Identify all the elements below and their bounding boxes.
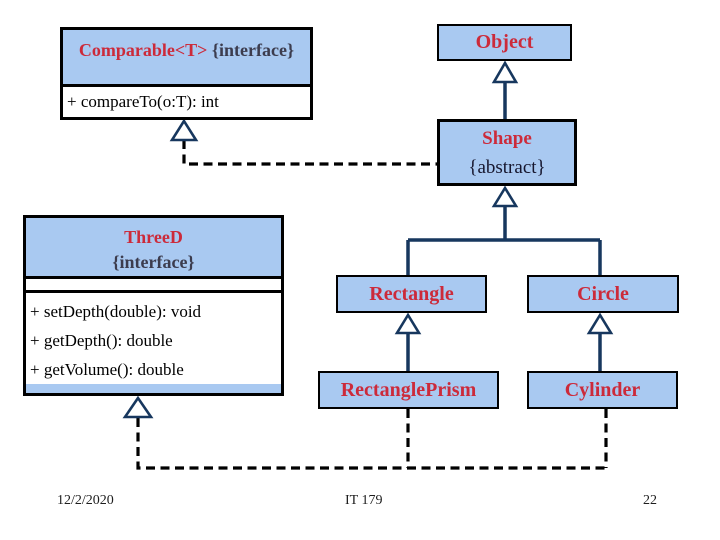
class-name: Rectangle	[369, 282, 454, 305]
method-item: + setDepth(double): void	[30, 302, 202, 321]
stereotype-label: {abstract}	[468, 156, 546, 178]
class-box-comparable: Comparable<T> {interface} + compareTo(o:…	[60, 27, 313, 120]
class-box-rectangleprism: RectanglePrism	[318, 371, 499, 409]
methods-compartment: + compareTo(o:T): int	[63, 84, 310, 117]
edge-shape-to-rectangle-circle	[406, 185, 602, 275]
class-name: Cylinder	[564, 378, 641, 401]
class-name: Circle	[577, 282, 629, 305]
class-name: Object	[475, 31, 534, 53]
edge-shape-to-comparable	[169, 118, 437, 166]
hollow-triangle-icon	[491, 60, 519, 84]
class-box-shape: Shape {abstract}	[437, 119, 577, 186]
class-title: ThreeD {interface}	[26, 218, 281, 276]
hollow-triangle-icon	[169, 118, 199, 142]
hollow-triangle-icon	[122, 395, 154, 419]
hollow-triangle-icon	[394, 312, 422, 335]
footer-course-label: IT 179	[345, 493, 383, 508]
edge-rectangleprism-to-rectangle	[394, 312, 422, 371]
hollow-triangle-icon	[586, 312, 614, 335]
edge-prism-cylinder-to-threed	[122, 395, 608, 470]
footer-date: 12/2/2020	[57, 493, 114, 508]
class-box-rectangle: Rectangle	[336, 275, 487, 313]
edge-shape-to-object	[491, 60, 519, 119]
class-box-cylinder: Cylinder	[527, 371, 678, 409]
method-item: + getDepth(): double	[30, 331, 173, 350]
class-box-object: Object	[437, 24, 572, 61]
method-item: + getVolume(): double	[30, 360, 184, 379]
class-box-threed: ThreeD {interface} + setDepth(double): v…	[23, 215, 284, 396]
edge-cylinder-to-circle	[586, 312, 614, 371]
class-name: Shape	[482, 127, 532, 149]
class-box-circle: Circle	[527, 275, 679, 313]
stereotype-label: {interface}	[112, 252, 195, 272]
hollow-triangle-icon	[491, 185, 519, 208]
methods-compartment: + setDepth(double): void + getDepth(): d…	[26, 293, 281, 384]
fields-compartment	[26, 276, 281, 293]
class-name: ThreeD	[124, 227, 183, 247]
method-item: + compareTo(o:T): int	[67, 92, 219, 111]
class-title: Comparable<T> {interface}	[63, 30, 310, 84]
footer-page-number: 22	[643, 493, 657, 508]
class-name: RectanglePrism	[340, 378, 477, 401]
stereotype-label: {interface}	[211, 40, 295, 60]
class-name: Comparable<T>	[78, 40, 208, 60]
